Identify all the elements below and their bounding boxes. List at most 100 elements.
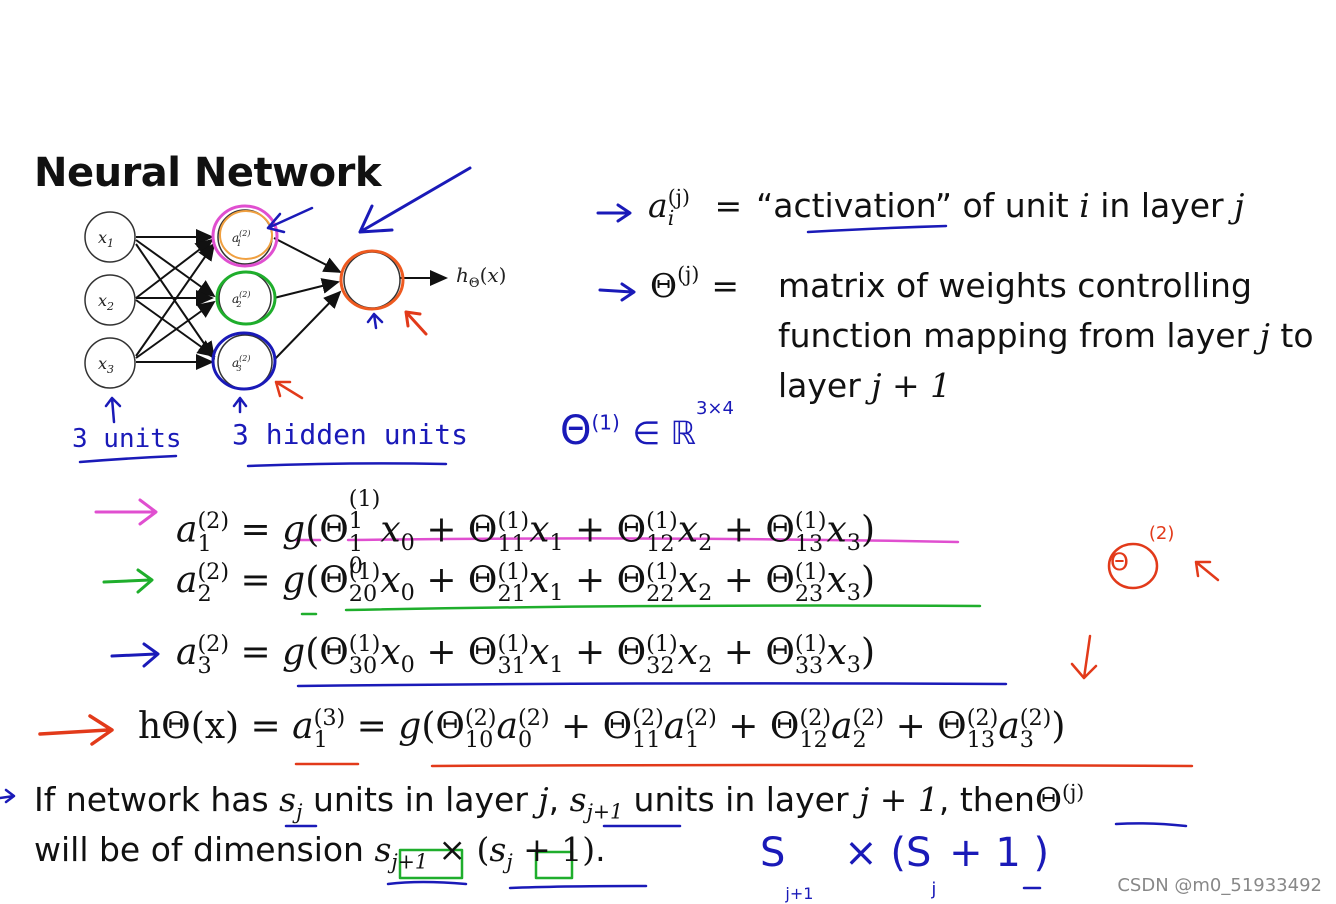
theta-def-line1: matrix of weights controlling bbox=[778, 266, 1252, 305]
activation-i: i bbox=[1079, 186, 1090, 225]
output-node bbox=[343, 251, 401, 309]
up-arrow-inputs bbox=[104, 396, 122, 424]
activation-a: a bbox=[648, 186, 668, 225]
theta2-sup: (2) bbox=[1148, 523, 1175, 544]
theta-def-line3: layer j + 1 bbox=[778, 366, 951, 405]
red-theta2-arrow bbox=[1194, 560, 1220, 582]
theta1-sup: (1) bbox=[591, 410, 620, 435]
activation-j: j bbox=[1234, 186, 1245, 225]
activation-underline bbox=[806, 224, 948, 234]
b1-sj1: s bbox=[569, 780, 587, 819]
red-eq-arrow bbox=[38, 714, 114, 746]
up-arrow-hidden bbox=[232, 396, 248, 414]
sj-end: + 1 ) bbox=[936, 830, 1050, 876]
eq3-sup: (2) bbox=[197, 630, 230, 657]
theta1-symbol: Θ bbox=[560, 408, 592, 454]
network-connections bbox=[135, 229, 448, 370]
def-arrow-1 bbox=[596, 203, 632, 223]
output-lhs: hΘ(x) = bbox=[138, 706, 293, 747]
red-output-circle bbox=[339, 249, 405, 311]
theta1-dim-sup: 3×4 bbox=[695, 397, 734, 419]
output-a-sub: 1 bbox=[313, 727, 328, 753]
b1-sj1-sub: j+1 bbox=[586, 799, 624, 824]
three-hidden-units-note: 3 hidden units bbox=[232, 418, 469, 451]
b2-sj: s bbox=[489, 830, 507, 869]
watermark: CSDN @m0_51933492 bbox=[1117, 875, 1322, 896]
theta-underline bbox=[1114, 822, 1188, 828]
theta-line2-post: to bbox=[1269, 316, 1314, 355]
output-a-sup: (3) bbox=[313, 704, 346, 731]
b1-mid: units in layer bbox=[302, 780, 539, 819]
red-eq-underline bbox=[294, 762, 1194, 768]
slide-title: Neural Network bbox=[34, 150, 381, 196]
b1-sj: s bbox=[279, 780, 297, 819]
b2-pre: will be of dimension bbox=[34, 830, 375, 869]
b1-then: , then bbox=[938, 780, 1035, 819]
theta-line2-pre: function mapping from layer bbox=[778, 316, 1260, 355]
input-node-2 bbox=[84, 274, 136, 326]
dimension-statement-line2: will be of dimension sj+1 × (sj + 1). bbox=[34, 830, 606, 872]
b2-plus: + 1) bbox=[512, 830, 596, 869]
theta2-note: Θ(2) bbox=[1110, 525, 1174, 577]
small-blue-arrow bbox=[266, 206, 314, 234]
b1-theta-sup: (j) bbox=[1062, 780, 1085, 804]
green-eq-arrow bbox=[102, 568, 154, 594]
dimension-handwritten-note: Sj+1 × (S j + 1 ) bbox=[760, 830, 1050, 902]
hidden-underline bbox=[246, 462, 448, 468]
b1-theta: Θ bbox=[1034, 780, 1062, 819]
dim-underline bbox=[386, 880, 648, 890]
green-box-1 bbox=[398, 848, 464, 880]
eq2-sup: (2) bbox=[197, 558, 230, 585]
activation-definition: a(j)i =“activation” of unit i in layer j bbox=[648, 185, 1245, 230]
three-units-note: 3 units bbox=[72, 424, 182, 454]
input-node-1 bbox=[84, 211, 136, 263]
theta-symbol: Θ bbox=[650, 266, 678, 305]
b1-j1: j + 1 bbox=[859, 780, 939, 819]
b2-sj-sub: j bbox=[506, 849, 513, 874]
b1-sj-sub: j bbox=[296, 799, 303, 824]
up-arrow-output bbox=[366, 312, 384, 330]
theta1-in-r: ∈ ℝ bbox=[632, 414, 696, 452]
input-node-3 bbox=[84, 337, 136, 389]
theta-line3-expr: j + 1 bbox=[871, 366, 952, 405]
blue-pointer-arrow bbox=[358, 166, 472, 234]
b1-j: j bbox=[538, 780, 549, 819]
eq3-lhs: a bbox=[176, 632, 198, 673]
theta-def-line2: function mapping from layer j to bbox=[778, 316, 1314, 355]
def-arrow-2 bbox=[598, 282, 636, 302]
b1-pre: If network has bbox=[34, 780, 280, 819]
theta-definition: Θ(j)= bbox=[650, 262, 740, 305]
units-underline bbox=[78, 454, 178, 464]
theta2-circle bbox=[1107, 542, 1159, 590]
theta1-dim-note: Θ(1) ∈ ℝ3×4 bbox=[560, 399, 734, 454]
red-up-arrow bbox=[404, 310, 428, 336]
eq2-sub: 2 bbox=[197, 581, 212, 607]
sj-expr: × (S bbox=[844, 830, 932, 876]
pink-highlight-circle bbox=[211, 204, 279, 268]
b2-s: s bbox=[374, 830, 392, 869]
b2-s-sub: j+1 bbox=[391, 849, 428, 874]
eq1-sub: 1 bbox=[197, 530, 212, 557]
sj-sub: j bbox=[931, 879, 937, 900]
b1-mid2: units in layer bbox=[623, 780, 860, 819]
b2-times: × ( bbox=[427, 830, 490, 869]
activation-sup: (j) bbox=[667, 185, 690, 210]
green-highlight-circle bbox=[215, 270, 277, 326]
b2-end: . bbox=[595, 830, 606, 869]
sj1-letter: S bbox=[760, 830, 786, 876]
bottom-arrow bbox=[0, 788, 16, 804]
red-arrow-hidden bbox=[274, 380, 304, 400]
blue-eq-arrow bbox=[110, 642, 160, 668]
theta-sup: (j) bbox=[677, 262, 700, 286]
eq1-sup: (2) bbox=[197, 508, 230, 535]
dimension-statement-line1: If network has sj units in layer j, sj+1… bbox=[34, 780, 1085, 822]
sj1-sub: j+1 bbox=[785, 884, 814, 903]
eq2-lhs: a bbox=[176, 560, 198, 601]
blue-highlight-circle bbox=[211, 331, 277, 391]
red-down-arrow bbox=[1070, 634, 1098, 680]
theta-line2-j: j bbox=[1259, 316, 1270, 355]
